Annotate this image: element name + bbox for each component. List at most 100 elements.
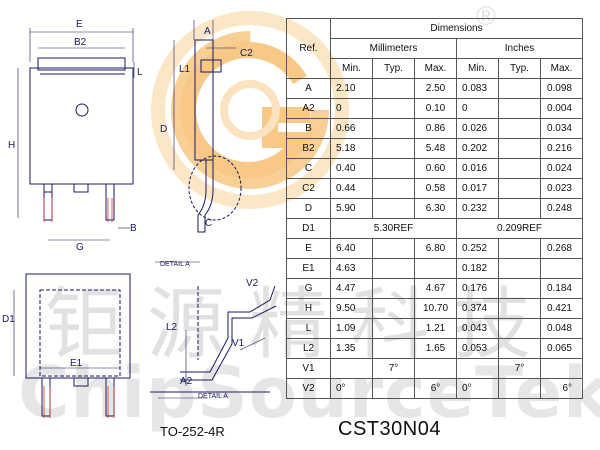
sub-header: Typ. [372,58,415,79]
sub-header: Typ. [498,58,541,79]
mm-min-cell: 1.35 [330,338,373,359]
package-outline-drawing: E B2 L H G B A C2 L1 D C D1 E1 L2 A2 V2 … [2,19,277,418]
mm-min-cell: 0° [330,378,373,399]
in-typ-cell [498,378,541,399]
dim-label-v2: V2 [246,278,259,289]
dim-label-d1: D1 [2,314,15,325]
dim-label-l2: L2 [166,322,178,333]
ref-cell: D1 [286,218,331,239]
mm-typ-cell: 7° [372,358,415,379]
mm-max-cell: 10.70 [414,298,457,319]
mm-max-cell: 5.48 [414,138,457,159]
in-min-cell: 0.053 [456,338,499,359]
in-max-cell: 0.004 [540,98,583,119]
mm-max-cell: 0.10 [414,98,457,119]
mm-min-cell: 0.66 [330,118,373,139]
mm-typ-cell [372,98,415,119]
mm-min-cell: 2.10 [330,78,373,99]
part-number: CST30N04 [338,418,441,440]
dim-label-l: L [137,67,143,78]
mm-max-cell: 6° [414,378,457,399]
in-max-cell [540,258,583,279]
in-min-cell: 0° [456,378,499,399]
mm-typ-cell [372,318,415,339]
ref-cell: G [286,278,331,299]
ref-cell: A2 [286,98,331,119]
in-max-cell: 0.048 [540,318,583,339]
in-max-cell: 0.421 [540,298,583,319]
dimension-table: Ref. Dimensions Millimeters Inches Min. … [286,18,583,399]
ref-cell: E1 [286,258,331,279]
mm-min-cell: 5.18 [330,138,373,159]
ref-cell: H [286,298,331,319]
millimeters-header: Millimeters [330,38,457,59]
dim-label-a: A [204,26,211,37]
mounting-hole [75,103,89,117]
dim-label-v1: V1 [232,338,245,349]
mm-min-cell: 4.47 [330,278,373,299]
dim-label-c2: C2 [240,48,253,59]
in-max-cell: 0.024 [540,158,583,179]
mm-typ-cell [372,118,415,139]
mm-max-cell: 1.65 [414,338,457,359]
in-min-cell: 0.176 [456,278,499,299]
dim-label-h: H [8,140,15,151]
sub-header: Min. [456,58,499,79]
in-min-cell: 0.252 [456,238,499,259]
inches-header: Inches [456,38,583,59]
mm-min-cell: 1.09 [330,318,373,339]
ref-cell: L2 [286,338,331,359]
in-max-cell: 0.098 [540,78,583,99]
ref-cell: V2 [286,378,331,399]
sub-header: Min. [330,58,373,79]
in-max-cell: 0.268 [540,238,583,259]
dim-label-b2: B2 [74,37,87,48]
in-typ-cell [498,238,541,259]
in-typ-cell [498,158,541,179]
in-max-cell: 0.248 [540,198,583,219]
mm-typ-cell [372,138,415,159]
ref-cell: D [286,198,331,219]
in-min-cell: 0 [456,98,499,119]
in-typ-cell [498,118,541,139]
mm-max-cell: 1.21 [414,318,457,339]
mm-min-cell: 0 [330,98,373,119]
mm-max-cell: 0.60 [414,158,457,179]
mm-typ-cell [372,238,415,259]
mm-max-cell: 0.58 [414,178,457,199]
mm-max-cell: 6.80 [414,238,457,259]
mm-typ-cell [372,258,415,279]
dim-label-l1: L1 [179,64,191,75]
mm-max-cell: 2.50 [414,78,457,99]
in-min-cell: 0.017 [456,178,499,199]
in-min-cell: 0.016 [456,158,499,179]
in-min-cell: 0.232 [456,198,499,219]
mm-typ-cell [372,178,415,199]
in-typ-cell [498,78,541,99]
in-min-cell: 0.182 [456,258,499,279]
in-typ-cell [498,298,541,319]
in-max-cell: 6° [540,378,583,399]
mm-typ-cell [372,158,415,179]
top-view-tab [37,57,126,71]
dim-label-b: B [130,223,137,234]
mm-typ-cell [372,78,415,99]
dim-label-c: C [205,218,212,229]
in-typ-cell [498,258,541,279]
mm-min-cell: 6.40 [330,238,373,259]
in-max-cell [540,358,583,379]
in-min-cell: 0.083 [456,78,499,99]
mm-min-cell: 0.44 [330,178,373,199]
dimensions-header: Dimensions [330,18,583,39]
